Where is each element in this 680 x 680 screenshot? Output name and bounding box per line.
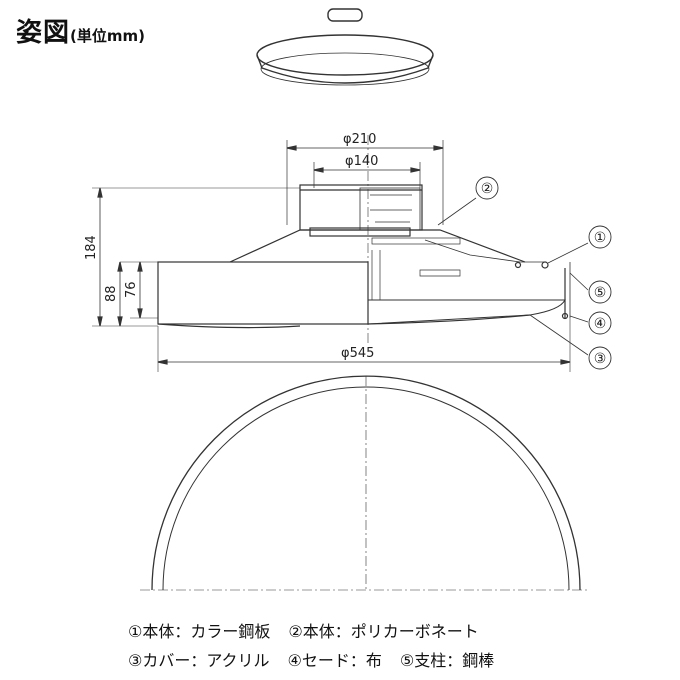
callout-4: ④ [594,316,607,332]
callout-2: ② [481,181,494,197]
side-elevation [92,135,589,372]
legend-item-3: ③カバー：アクリル [128,651,270,670]
callout-3: ③ [594,351,607,367]
callout-markers [475,176,612,370]
dim-phi545: φ545 [341,346,374,361]
legend-item-2: ②本体：ポリカーボネート [288,622,479,641]
title-unit: (単位mm) [70,27,145,45]
dim-h76: 76 [124,281,139,298]
dim-h184: 184 [84,235,99,260]
dim-phi210: φ210 [343,132,376,147]
callout-5: ⑤ [594,285,607,301]
legend-item-5: ⑤支柱：鋼棒 [399,651,495,670]
callout-labels: ② ① ⑤ ④ ③ [481,181,607,367]
diagram-title: 姿図(単位mm) [16,12,145,49]
legend-item-4: ④セード：布 [287,651,382,670]
legend-row-2: ③カバー：アクリル ④セード：布 ⑤支柱：鋼棒 [128,647,494,671]
title-main: 姿図 [16,18,71,48]
dim-h88: 88 [104,285,119,302]
perspective-thumbnail [256,8,434,86]
legend-row-1: ①本体：カラー鋼板 ②本体：ポリカーボネート [128,618,479,642]
dim-phi140: φ140 [345,154,378,169]
callout-1: ① [594,230,607,246]
legend-item-1: ①本体：カラー鋼板 [128,622,271,641]
dimension-labels: φ210 φ140 184 88 76 φ545 [84,132,378,361]
top-view [140,375,590,591]
